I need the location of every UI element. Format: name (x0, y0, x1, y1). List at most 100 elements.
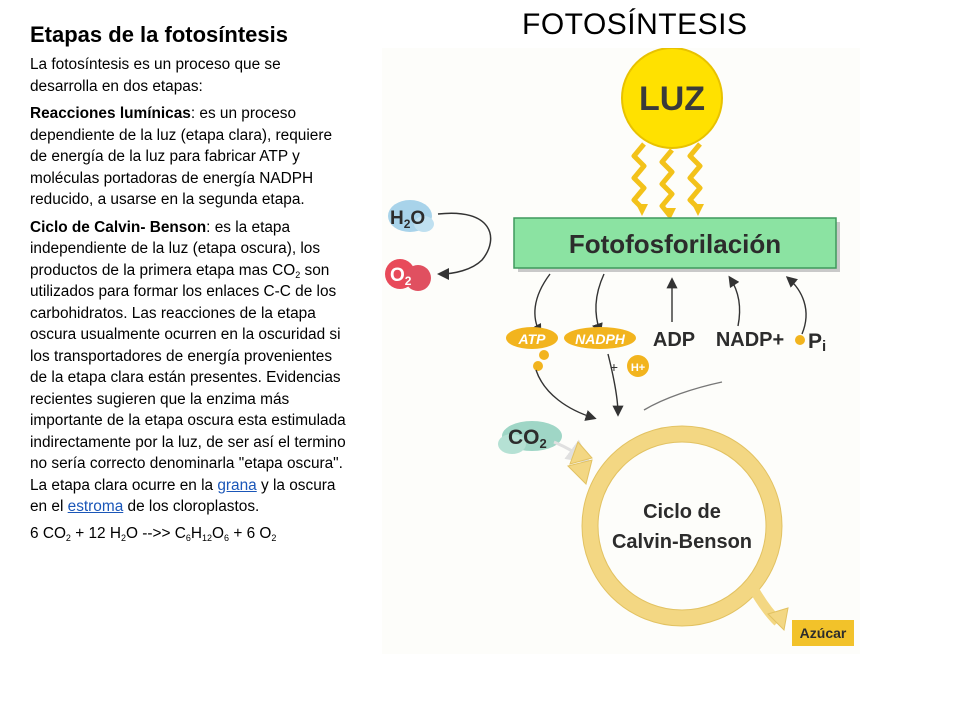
luminicas-body: : es un proceso dependiente de la luz (e… (30, 105, 333, 208)
oxygen-o: O (390, 265, 405, 286)
calvin-body-4: de los cloroplastos. (123, 498, 260, 515)
calvin-ring-edge (597, 441, 767, 611)
sugar-box: Azúcar (792, 620, 854, 646)
flow-arrow (785, 276, 807, 335)
water-o: O (410, 208, 425, 229)
oxygen-atom (405, 265, 431, 291)
flow-arrow (531, 273, 551, 336)
oxygen-sub: 2 (405, 274, 412, 288)
flow-arrow (728, 275, 741, 327)
section-heading: Etapas de la fotosíntesis (30, 22, 288, 47)
intro-paragraph: La fotosíntesis es un proceso que se des… (30, 56, 281, 95)
eq-part: 6 CO (30, 524, 66, 542)
oxygen-label: O2 (390, 265, 412, 288)
photophos-fill (513, 217, 837, 269)
eq-part: + 6 O (229, 524, 272, 542)
phosphate-dot (539, 350, 549, 360)
luminicas-paragraph: Reacciones lumínicas: es un proceso depe… (30, 103, 348, 211)
light-ray (631, 142, 647, 210)
sugar-box-fill (792, 620, 854, 646)
atp-pill (506, 327, 558, 349)
photosynthesis-equation: 6 CO2 + 12 H2O -->> C6H12O6 + 6 O2 (30, 524, 348, 543)
calvin-term: Ciclo de Calvin- Benson (30, 218, 207, 236)
eq-part: + 12 H (70, 524, 121, 542)
co2-molecule-icon: CO2 (498, 421, 562, 454)
text-column: Etapas de la fotosíntesis La fotosíntesi… (30, 22, 348, 543)
sugar-label: Azúcar (800, 625, 847, 641)
eq-sub: 6 (185, 532, 191, 543)
pi-text: Pi (808, 330, 826, 355)
sun-label: LUZ (639, 80, 705, 118)
plus-sign: + (610, 359, 618, 375)
calvin-body-2: son utilizados para formar los enlaces C… (30, 261, 346, 494)
nadp-label: NADP+ (716, 329, 784, 351)
pi-label: Pi (795, 330, 826, 355)
water-to-oxygen-arrow (437, 212, 492, 280)
water-molecule-icon: H2O (388, 200, 434, 232)
atp-badge: ATP (506, 327, 558, 371)
photophos-label: Fotofosforilación (569, 229, 781, 259)
eq-sub: 2 (65, 532, 71, 543)
grana-link[interactable]: grana (217, 476, 257, 494)
calvin-paragraph: Ciclo de Calvin- Benson: es la etapa ind… (30, 217, 348, 518)
estroma-link[interactable]: estroma (67, 498, 124, 515)
sugar-arrowhead (767, 607, 789, 632)
flow-arrow (607, 353, 624, 417)
eq-sub: 6 (224, 532, 230, 543)
co2-label: CO2 (508, 426, 547, 451)
nadph-label: NADPH (575, 331, 626, 347)
adp-label: ADP (653, 329, 695, 351)
hydrogen-ion-icon: H+ + (610, 355, 649, 377)
calvin-body-3: y la oscura en el (30, 476, 336, 516)
calvin-label-1: Ciclo de (643, 501, 721, 523)
calvin-ring-edge (581, 425, 783, 627)
eq-part: O (212, 524, 225, 542)
sun-icon: LUZ (621, 48, 723, 149)
pi-p: P (808, 330, 822, 353)
calvin-body-1: : es la etapa independiente de la luz (e… (30, 218, 321, 279)
ray-head (636, 204, 648, 216)
pi-i: i (822, 338, 826, 355)
light-rays (631, 142, 704, 220)
co2-c: CO (508, 426, 540, 449)
hydrogen-ion-disc (627, 355, 649, 377)
flow-arrow (643, 381, 723, 411)
cycle-arrowhead (567, 459, 593, 485)
box-down-arrows (531, 273, 605, 336)
water-h: H (390, 208, 404, 229)
light-ray (687, 142, 703, 210)
cycle-arrowhead (569, 441, 593, 465)
ray-head (692, 204, 704, 216)
ray-head (664, 208, 676, 220)
calvin-ring (582, 426, 782, 626)
luminicas-term: Reacciones lumínicas (30, 105, 191, 122)
pi-dot (795, 335, 805, 345)
slide-title: FOTOSÍNTESIS (522, 8, 748, 41)
flow-arrow (535, 369, 597, 421)
eq-part: O -->> C (126, 524, 186, 542)
calvin-sub: 2 (295, 269, 301, 280)
cycle-input-arrows (535, 353, 723, 421)
light-ray (659, 148, 675, 218)
eq-sub: 2 (121, 532, 127, 543)
sun-disc (621, 48, 723, 149)
flow-arrow (592, 273, 605, 335)
nadph-badge: NADPH (564, 327, 636, 349)
calvin-label-2: Calvin-Benson (612, 531, 752, 553)
box-up-arrows (666, 275, 807, 335)
atp-label: ATP (518, 331, 547, 347)
water-label: H2O (390, 208, 425, 231)
hydrogen-ion-label: H+ (631, 362, 645, 374)
eq-sub: 12 (202, 532, 213, 543)
photophosphorylation-box: Fotofosforilación (513, 217, 840, 272)
calvin-cycle-ring: Ciclo de Calvin-Benson (567, 425, 783, 627)
eq-sub: 2 (271, 532, 277, 543)
phosphate-dot (533, 361, 543, 371)
water-blob (414, 216, 434, 232)
nadph-pill (564, 327, 636, 349)
water-sub: 2 (404, 217, 411, 231)
co2-blob (498, 434, 526, 454)
photosynthesis-diagram: LUZ Fotofosforilación H2O O2 (382, 48, 860, 654)
eq-part: H (190, 524, 203, 542)
oxygen-molecule-icon: O2 (385, 259, 431, 291)
